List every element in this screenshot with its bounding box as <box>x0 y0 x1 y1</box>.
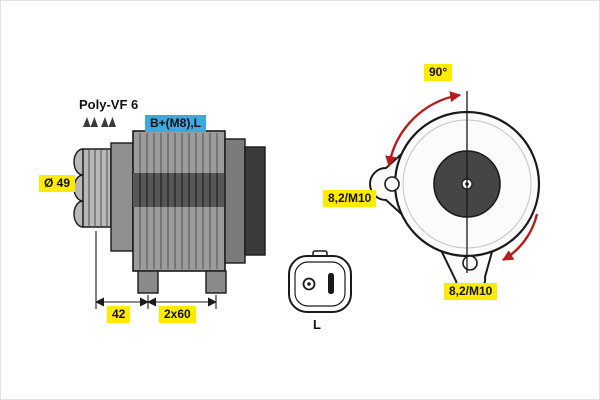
mounting-hole-left <box>384 176 400 192</box>
connector-pin-label: L <box>313 317 321 332</box>
mounting-foot-rear <box>205 270 227 294</box>
pulley <box>73 148 112 228</box>
connector-plug <box>288 250 352 313</box>
hole-bottom-label: 8,2/M10 <box>444 283 498 300</box>
alternator-front-view <box>369 91 541 295</box>
mount-angle-label: 90° <box>424 64 453 81</box>
dimension-42-label: 42 <box>107 306 131 323</box>
dimension-2x60-label: 2x60 <box>159 306 196 323</box>
belt-type-label: Poly-VF 6 <box>79 97 139 112</box>
mounting-hole-bottom <box>462 255 478 271</box>
dimension-lines <box>95 231 217 309</box>
front-bracket <box>110 142 134 252</box>
rotation-arrow <box>502 213 539 262</box>
connector-round-pin-dot <box>307 282 311 286</box>
terminal-label: B+(M8),L <box>145 115 206 132</box>
pulley-diameter-label: Ø 49 <box>39 175 76 192</box>
alternator-side-view <box>73 117 266 294</box>
alternator-body <box>132 130 226 272</box>
connector-outer-shell <box>288 255 352 313</box>
connector-blade-pin <box>328 273 334 294</box>
rear-housing <box>244 146 266 256</box>
hole-left-label: 8,2/M10 <box>323 190 377 207</box>
rear-bracket <box>224 138 246 264</box>
poly-v-belt-profile-icon <box>83 117 116 127</box>
angle-arc-arrow <box>385 91 462 168</box>
connector-inner-contour <box>294 261 346 307</box>
mounting-foot-front <box>137 270 159 294</box>
